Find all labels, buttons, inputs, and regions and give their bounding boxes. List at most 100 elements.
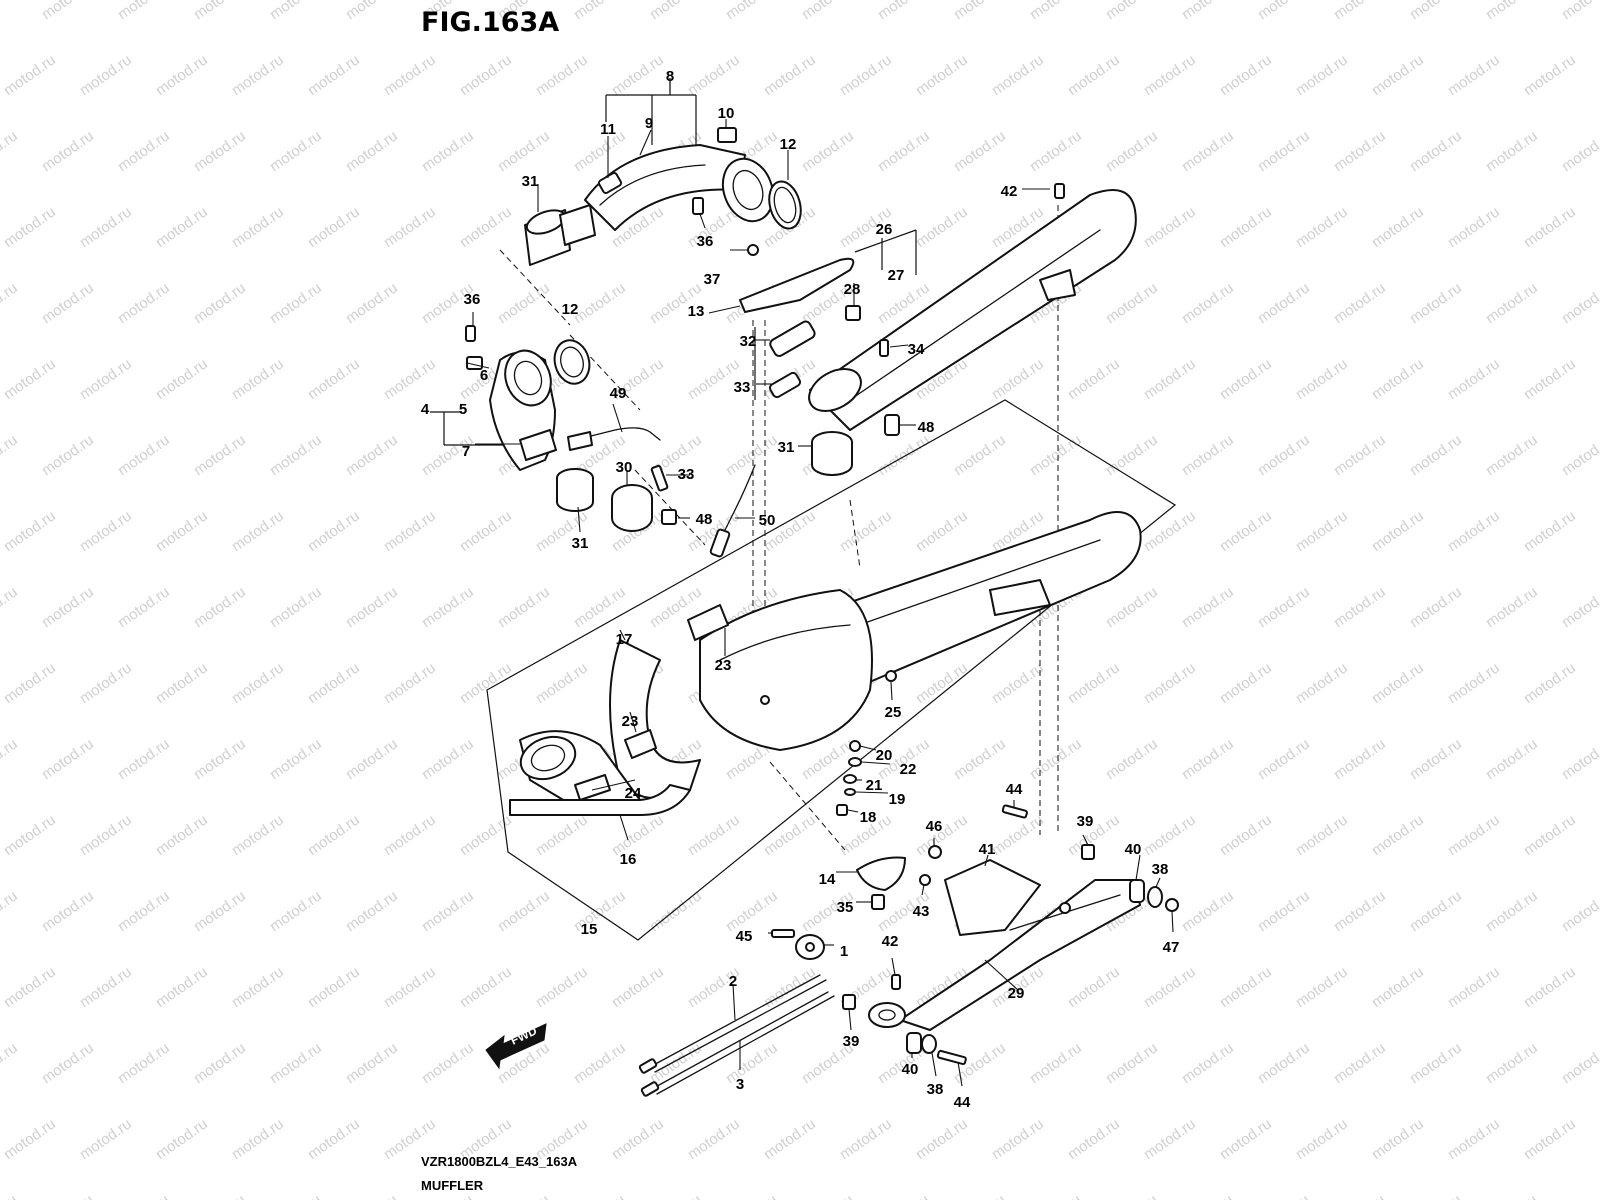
watermark-text: motod.ru <box>267 583 325 631</box>
watermark-text: motod.ru <box>1483 887 1541 935</box>
watermark-text: motod.ru <box>457 659 515 707</box>
watermark-text: motod.ru <box>267 431 325 479</box>
watermark-text: motod.ru <box>951 127 1009 175</box>
part-callout-17: 17 <box>616 631 633 648</box>
watermark-text: motod.ru <box>571 1191 629 1200</box>
part-callout-36: 36 <box>697 233 714 250</box>
watermark-text: motod.ru <box>1 1115 59 1163</box>
watermark-text: motod.ru <box>1293 963 1351 1011</box>
watermark-text: motod.ru <box>1141 659 1199 707</box>
watermark-text: motod.ru <box>153 51 211 99</box>
watermark-text: motod.ru <box>723 1039 781 1087</box>
watermark-text: motod.ru <box>305 811 363 859</box>
watermark-text: motod.ru <box>39 583 97 631</box>
watermark-text: motod.ru <box>39 431 97 479</box>
part-callout-32: 32 <box>740 333 757 350</box>
reference-lines <box>499 205 1059 851</box>
watermark-text: motod.ru <box>1445 51 1503 99</box>
watermark-text: motod.ru <box>1217 659 1275 707</box>
watermark-text: motod.ru <box>343 431 401 479</box>
watermark-text: motod.ru <box>1407 127 1465 175</box>
watermark-text: motod.ru <box>1369 507 1427 555</box>
watermark-text: motod.ru <box>1445 507 1503 555</box>
part-callout-3: 3 <box>736 1076 744 1093</box>
watermark-text: motod.ru <box>1179 1039 1237 1087</box>
watermark-text: motod.ru <box>1597 355 1600 403</box>
fwd-arrow-icon: FWD <box>485 1023 547 1070</box>
watermark-text: motod.ru <box>0 279 21 327</box>
watermark-text: motod.ru <box>0 735 21 783</box>
watermark-text: motod.ru <box>115 887 173 935</box>
watermark-text: motod.ru <box>381 659 439 707</box>
watermark-text: motod.ru <box>685 51 743 99</box>
watermark-text: motod.ru <box>571 583 629 631</box>
watermark-text: motod.ru <box>1103 127 1161 175</box>
watermark-text: motod.ru <box>761 811 819 859</box>
watermark-text: motod.ru <box>305 963 363 1011</box>
watermark-text: motod.ru <box>77 355 135 403</box>
watermark-text: motod.ru <box>191 127 249 175</box>
watermark-text: motod.ru <box>989 1115 1047 1163</box>
watermark-text: motod.ru <box>1521 203 1579 251</box>
watermark-text: motod.ru <box>191 1191 249 1200</box>
watermark-text: motod.ru <box>533 963 591 1011</box>
watermark-text: motod.ru <box>1521 963 1579 1011</box>
watermark-text: motod.ru <box>267 0 325 23</box>
watermark-text: motod.ru <box>1293 659 1351 707</box>
watermark-text: motod.ru <box>1141 507 1199 555</box>
watermark-text: motod.ru <box>191 0 249 23</box>
watermark-text: motod.ru <box>191 431 249 479</box>
watermark-text: motod.ru <box>1255 887 1313 935</box>
watermark-text: motod.ru <box>305 355 363 403</box>
watermark-text: motod.ru <box>609 51 667 99</box>
watermark-text: motod.ru <box>1179 583 1237 631</box>
part-callout-23: 23 <box>622 713 639 730</box>
watermark-text: motod.ru <box>609 811 667 859</box>
watermark-text: motod.ru <box>913 507 971 555</box>
part-callout-46: 46 <box>926 818 943 835</box>
watermark-text: motod.ru <box>799 1191 857 1200</box>
watermark-text: motod.ru <box>875 0 933 23</box>
watermark-text: motod.ru <box>685 1115 743 1163</box>
watermark-text: motod.ru <box>495 279 553 327</box>
watermark-text: motod.ru <box>229 203 287 251</box>
watermark-text: motod.ru <box>191 735 249 783</box>
watermark-text: motod.ru <box>1179 279 1237 327</box>
watermark-text: motod.ru <box>1331 887 1389 935</box>
watermark-text: motod.ru <box>0 887 21 935</box>
watermark-text: motod.ru <box>1179 431 1237 479</box>
watermark-text: motod.ru <box>1369 963 1427 1011</box>
watermark-text: motod.ru <box>77 659 135 707</box>
watermark-text: motod.ru <box>381 963 439 1011</box>
watermark-text: motod.ru <box>1445 963 1503 1011</box>
watermark-text: motod.ru <box>267 735 325 783</box>
watermark-text: motod.ru <box>0 1191 21 1200</box>
watermark-text: motod.ru <box>419 1039 477 1087</box>
watermark-text: motod.ru <box>609 1115 667 1163</box>
part-callout-36: 36 <box>464 291 481 308</box>
watermark-text: motod.ru <box>951 1191 1009 1200</box>
watermark-text: motod.ru <box>115 735 173 783</box>
part-callout-20: 20 <box>876 747 893 764</box>
part-callout-35: 35 <box>837 899 854 916</box>
part-callout-24: 24 <box>625 785 642 802</box>
part-callout-4: 4 <box>421 401 430 418</box>
watermark-text: motod.ru <box>1331 431 1389 479</box>
watermark-text: motod.ru <box>1445 811 1503 859</box>
part-callout-42: 42 <box>882 933 899 950</box>
watermark-text: motod.ru <box>343 279 401 327</box>
watermark-text: motod.ru <box>1141 355 1199 403</box>
watermark-text: motod.ru <box>1103 583 1161 631</box>
watermark-text: motod.ru <box>1597 507 1600 555</box>
watermark-text: motod.ru <box>1 659 59 707</box>
watermark-text: motod.ru <box>1407 583 1465 631</box>
watermark-text: motod.ru <box>1293 203 1351 251</box>
watermark-text: motod.ru <box>1559 0 1600 23</box>
watermark-text: motod.ru <box>39 279 97 327</box>
part-callout-30: 30 <box>616 459 633 476</box>
watermark-text: motod.ru <box>1521 659 1579 707</box>
watermark-text: motod.ru <box>115 279 173 327</box>
watermark-text: motod.ru <box>191 279 249 327</box>
watermark-text: motod.ru <box>723 0 781 23</box>
